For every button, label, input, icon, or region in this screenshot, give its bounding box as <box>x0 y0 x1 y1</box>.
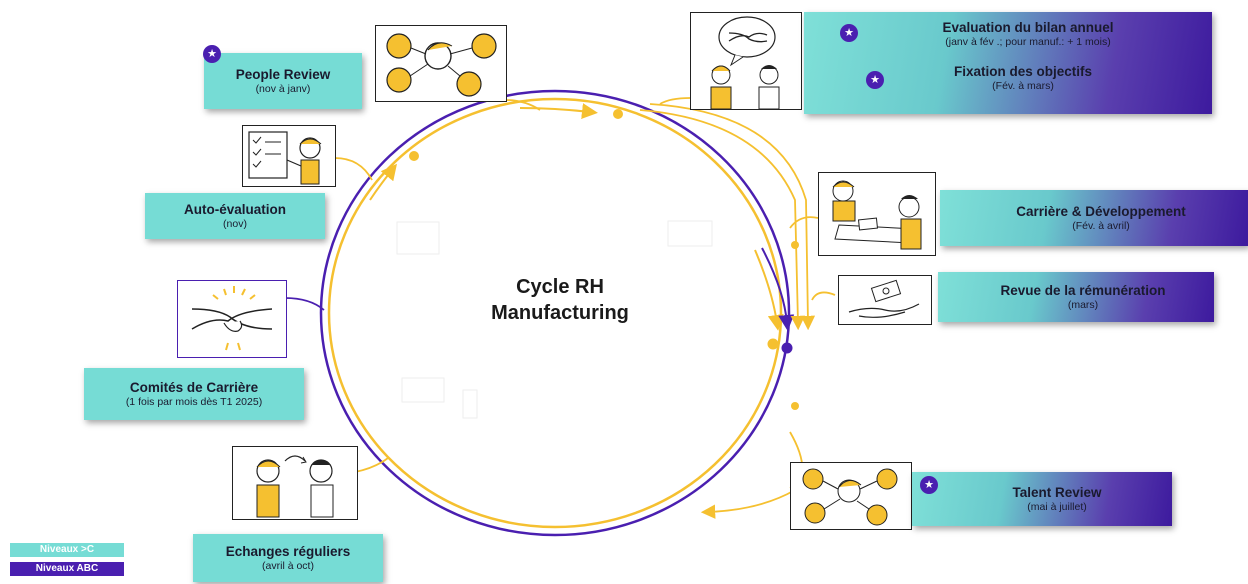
remuneration-picture <box>838 275 932 325</box>
talent-review-subtitle: (mai à juillet) <box>1027 501 1087 513</box>
cycle-ring-yellow <box>327 97 783 529</box>
star-icon: ★ <box>203 45 221 63</box>
cycle-title-line1: Cycle RH <box>516 276 604 298</box>
people-review-picture <box>375 25 507 102</box>
talent-review-box: Talent Review (mai à juillet) <box>912 472 1172 526</box>
echanges-title: Echanges réguliers <box>225 544 351 559</box>
people-review-title: People Review <box>235 67 331 82</box>
comites-box: Comités de Carrière (1 fois par mois dès… <box>84 368 304 420</box>
talent-review-picture <box>790 462 912 530</box>
cycle-title: Cycle RH Manufacturing <box>470 274 650 326</box>
comites-picture <box>177 280 287 358</box>
evaluation-box: Evaluation du bilan annuel (janv à fév .… <box>804 12 1212 114</box>
legend-niveaux-abc: Niveaux ABC <box>10 562 124 576</box>
evaluation-title-1: Evaluation du bilan annuel <box>942 20 1114 35</box>
cycle-ring-purple <box>319 89 791 537</box>
auto-evaluation-title: Auto-évaluation <box>183 202 286 217</box>
evaluation-subtitle-1: (janv à fév .; pour manuf.: + 1 mois) <box>945 36 1111 48</box>
cycle-title-line2: Manufacturing <box>491 302 629 324</box>
star-icon: ★ <box>920 476 938 494</box>
comites-title: Comités de Carrière <box>129 380 259 395</box>
people-review-box: People Review (nov à janv) <box>204 53 362 109</box>
echanges-box: Echanges réguliers (avril à oct) <box>193 534 383 582</box>
talent-review-title: Talent Review <box>1012 485 1102 500</box>
carriere-subtitle: (Fév. à avril) <box>1072 220 1130 232</box>
star-icon: ★ <box>840 24 858 42</box>
evaluation-subtitle-2: (Fév. à mars) <box>992 80 1054 92</box>
auto-evaluation-box: Auto-évaluation (nov) <box>145 193 325 239</box>
evaluation-title-2: Fixation des objectifs <box>953 64 1093 79</box>
echanges-subtitle: (avril à oct) <box>262 560 314 572</box>
remuneration-title: Revue de la rémunération <box>1000 283 1166 298</box>
legend-niveaux-c: Niveaux >C <box>10 543 124 557</box>
remuneration-subtitle: (mars) <box>1067 299 1099 311</box>
carriere-picture <box>818 172 936 256</box>
carriere-title: Carrière & Développement <box>1016 204 1186 219</box>
comites-subtitle: (1 fois par mois dès T1 2025) <box>125 396 263 408</box>
evaluation-picture <box>690 12 802 110</box>
carriere-box: Carrière & Développement (Fév. à avril) <box>940 190 1248 246</box>
auto-evaluation-picture <box>242 125 336 187</box>
remuneration-box: Revue de la rémunération (mars) <box>938 272 1214 322</box>
echanges-picture <box>232 446 358 520</box>
auto-evaluation-subtitle: (nov) <box>223 218 247 230</box>
people-review-subtitle: (nov à janv) <box>255 83 311 95</box>
star-icon: ★ <box>866 71 884 89</box>
